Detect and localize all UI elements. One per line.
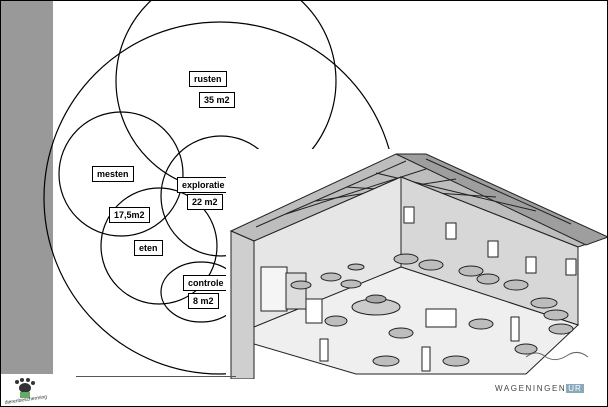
logo-text: dierenbescherming — [4, 394, 47, 406]
paw-hand-logo-icon: dierenbescherming — [4, 378, 48, 406]
wageningen-ur-badge: UR — [566, 384, 584, 393]
barn-illustration — [226, 149, 607, 379]
footer-divider — [76, 376, 236, 377]
eten-circle — [100, 187, 218, 305]
label-exploratie: exploratie — [177, 177, 230, 193]
area-mesten: 17,5m2 — [109, 207, 150, 223]
label-controle: controle — [183, 275, 229, 291]
area-rusten: 35 m2 — [199, 92, 235, 108]
label-mesten: mesten — [92, 166, 134, 182]
area-exploratie: 22 m2 — [187, 194, 223, 210]
label-eten: eten — [134, 240, 163, 256]
label-rusten: rusten — [189, 71, 227, 87]
wageningen-text: WAGENINGEN — [495, 384, 567, 393]
area-controle: 8 m2 — [188, 293, 219, 309]
mesten-circle — [58, 111, 184, 237]
